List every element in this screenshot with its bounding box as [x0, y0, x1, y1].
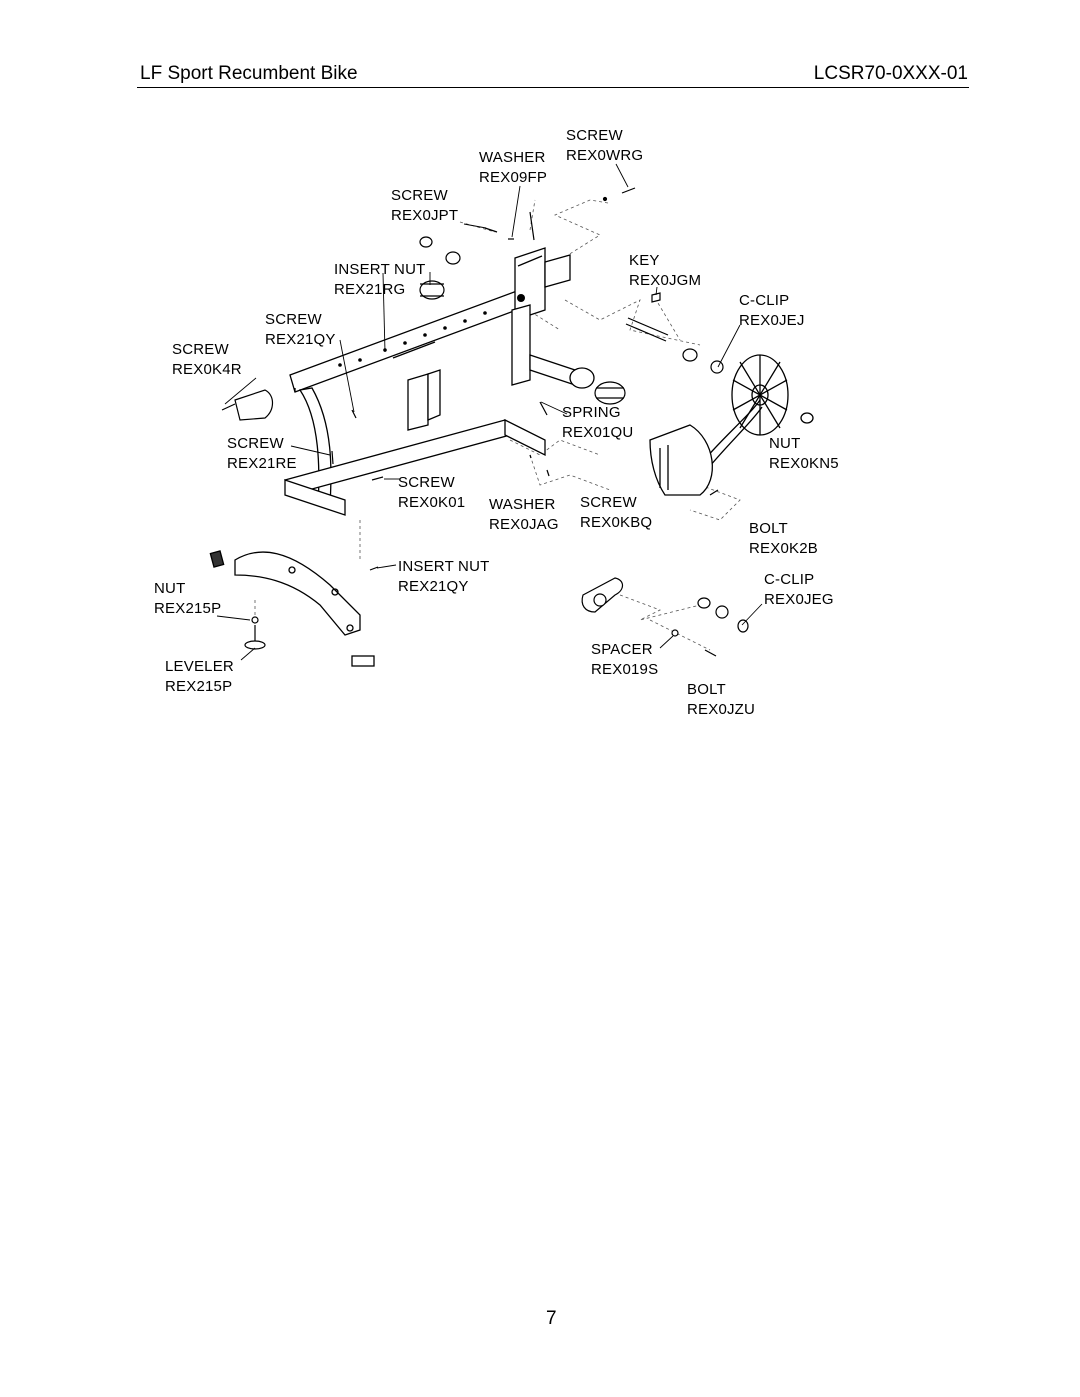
end-cap [221, 389, 274, 421]
front-stabilizer [209, 550, 375, 667]
callout-leveler-rex215p: LEVELER REX215P [165, 658, 234, 695]
callout-spacer-rex019s: SPACER REX019S [591, 641, 659, 678]
pulley-wheel [699, 354, 814, 473]
page-number: 7 [546, 1308, 557, 1329]
brake-housing [649, 424, 713, 496]
fasteners [331, 187, 719, 571]
callout-screw-rex21qy: SCREW REX21QY [265, 311, 336, 348]
main-frame [284, 247, 595, 516]
callout-screw-rex0jpt: SCREW REX0JPT [391, 187, 459, 224]
model-number: LCSR70-0XXX-01 [813, 63, 968, 84]
crank-arm [581, 577, 749, 657]
leader-lines [216, 163, 763, 661]
callout-nut-rex215p: NUT REX215P [154, 580, 222, 617]
callout-screw-rex0kbq: SCREW REX0KBQ [580, 494, 653, 531]
document-title: LF Sport Recumbent Bike [140, 63, 358, 84]
callout-screw-rex0k4r: SCREW REX0K4R [172, 341, 242, 378]
leveler-assembly [244, 616, 266, 650]
crank-axle [625, 292, 724, 374]
callout-bolt-rex0k2b: BOLT REX0K2B [749, 520, 818, 557]
header-rule [137, 87, 969, 88]
callout-key-rex0jgm: KEY REX0JGM [629, 252, 702, 289]
callout-washer-rex0jag: WASHER REX0JAG [489, 496, 559, 533]
knobs [419, 236, 626, 405]
callout-c-clip-rex0jej: C-CLIP REX0JEJ [739, 292, 805, 329]
callout-insert-nut-rex21qy: INSERT NUT REX21QY [398, 558, 490, 595]
callout-bolt-rex0jzu: BOLT REX0JZU [687, 681, 756, 718]
callout-spring-rex01qu: SPRING REX01QU [562, 404, 634, 441]
callout-insert-nut-rex21rg: INSERT NUT REX21RG [334, 261, 426, 298]
callout-screw-rex0wrg: SCREW REX0WRG [566, 127, 644, 164]
callout-washer-rex09fp: WASHER REX09FP [479, 149, 548, 186]
callout-nut-rex0kn5: NUT REX0KN5 [769, 435, 839, 472]
callout-c-clip-rex0jeg: C-CLIP REX0JEG [764, 571, 834, 608]
callout-screw-rex21re: SCREW REX21RE [227, 435, 297, 472]
assembly-guide-lines [254, 199, 741, 651]
callout-screw-rex0k01: SCREW REX0K01 [398, 474, 466, 511]
